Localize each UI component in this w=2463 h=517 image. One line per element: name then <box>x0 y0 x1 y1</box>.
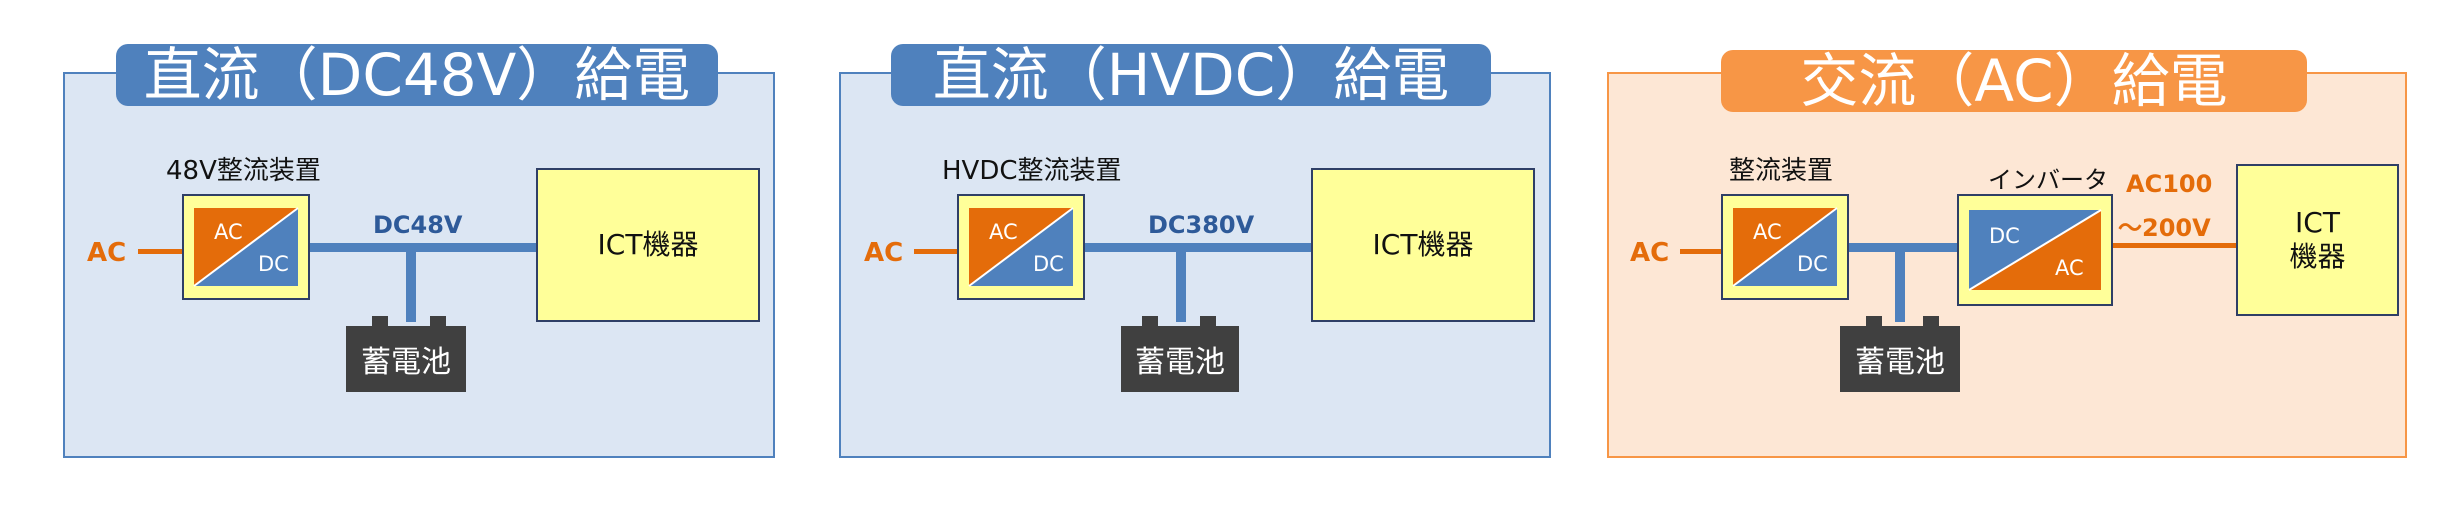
ac-output-line <box>2113 243 2237 248</box>
ict-equipment: ICT 機器 <box>2236 164 2399 316</box>
ict-equipment-label-line2: 機器 <box>2289 240 2346 273</box>
panel-hvdc-title: 直流（HVDC）給電 <box>891 44 1491 106</box>
rectifier-output-text: DC <box>1797 252 1828 276</box>
battery: 蓄電池 <box>1840 326 1960 392</box>
battery-feed-line <box>1176 247 1186 322</box>
ict-equipment-label-line1: ICT <box>2295 206 2340 239</box>
rectifier-hvdc-symbol <box>968 207 1074 287</box>
battery-terminal-right <box>1923 316 1939 328</box>
inverter-input-text: DC <box>1989 224 2020 248</box>
ac-input-line <box>914 249 964 254</box>
inverter-output-text: AC <box>2055 256 2084 280</box>
ict-equipment: ICT機器 <box>1311 168 1535 322</box>
dc-bus-label: DC380V <box>1148 211 1255 239</box>
battery-terminal-right <box>1200 316 1216 328</box>
ac-input-line <box>1680 249 1730 254</box>
battery-terminal-left <box>372 316 388 328</box>
inverter-label: インバータ <box>1988 166 2108 194</box>
dc-bus-line <box>1085 243 1313 252</box>
rectifier-input-text: AC <box>1753 220 1782 244</box>
dc-bus-label: DC48V <box>373 211 463 239</box>
battery-terminal-left <box>1866 316 1882 328</box>
inverter: DC AC <box>1957 194 2113 306</box>
battery-terminal-right <box>430 316 446 328</box>
rectifier-48v-symbol <box>193 207 299 287</box>
rectifier-ac-symbol <box>1732 207 1838 287</box>
rectifier-label: HVDC整流装置 <box>942 156 1122 186</box>
panel-dc48v-title: 直流（DC48V）給電 <box>116 44 718 106</box>
rectifier-label: 48V整流装置 <box>166 156 321 186</box>
ac-input-label: AC <box>1630 238 1670 268</box>
rectifier-input-text: AC <box>214 220 243 244</box>
battery-feed-line <box>1895 247 1905 322</box>
panel-ac-title: 交流（AC）給電 <box>1721 50 2307 112</box>
ac-output-label-line2: ～200V <box>2118 214 2211 242</box>
rectifier-ac: AC DC <box>1721 194 1849 300</box>
battery-feed-line <box>406 247 416 322</box>
ac-output-label-line1: AC100 <box>2126 170 2213 198</box>
ac-input-line <box>138 249 188 254</box>
rectifier-input-text: AC <box>989 220 1018 244</box>
battery: 蓄電池 <box>346 326 466 392</box>
rectifier-hvdc: AC DC <box>957 194 1085 300</box>
inverter-symbol <box>1968 209 2102 291</box>
rectifier-output-text: DC <box>258 252 289 276</box>
rectifier-label: 整流装置 <box>1729 156 1834 186</box>
battery: 蓄電池 <box>1121 326 1239 392</box>
battery-terminal-left <box>1142 316 1158 328</box>
dc-bus-line <box>310 243 538 252</box>
rectifier-output-text: DC <box>1033 252 1064 276</box>
rectifier-48v: AC DC <box>182 194 310 300</box>
ac-input-label: AC <box>87 238 127 268</box>
ict-equipment: ICT機器 <box>536 168 760 322</box>
ac-input-label: AC <box>864 238 904 268</box>
